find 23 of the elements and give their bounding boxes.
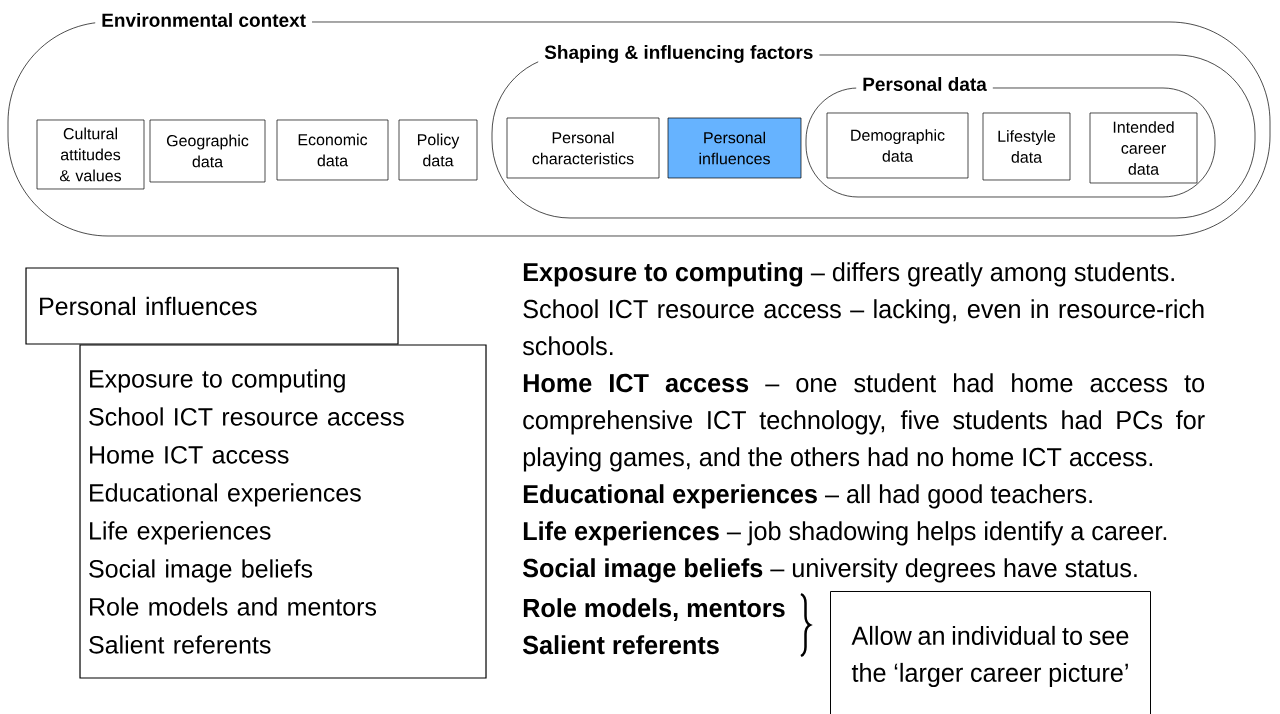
factor-box: Personal influences bbox=[667, 117, 802, 179]
paragraph: School ICT resource access – lacking, even in resource-rich schools. bbox=[522, 299, 1204, 356]
factor-box: Policy data bbox=[398, 119, 478, 181]
factor-box: Demographic data bbox=[826, 112, 969, 179]
factor-box: Economic data bbox=[276, 119, 389, 181]
paragraph: Educational experiences – all had good teachers. bbox=[523, 484, 1092, 509]
note-box: Allow an individual to see the ‘larger career picture’ bbox=[830, 591, 1151, 714]
factor-box: Geographic data bbox=[149, 119, 266, 183]
paragraph: Exposure to computing – differs greatly among students. bbox=[523, 262, 1174, 287]
factor-box: Lifestyle data bbox=[982, 112, 1071, 181]
paragraph: Life experiences – job shadowing helps identify a career. bbox=[523, 521, 1167, 546]
bold-label: Role models, mentors bbox=[523, 598, 785, 621]
factor-box: Cultural attitudes & values bbox=[36, 119, 145, 190]
factor-box: Personal characteristics bbox=[506, 117, 660, 179]
band-heading: Shaping & influencing factors bbox=[538, 43, 820, 65]
band-heading: Environmental context bbox=[95, 11, 313, 29]
factor-box: Intended career data bbox=[1089, 112, 1198, 184]
bold-label: Salient referents bbox=[522, 635, 719, 655]
paragraph: Home ICT access – one student had home access to comprehensive ICT technology, five students had PCs for playing games, and the others had no home ICT access. bbox=[523, 373, 1205, 472]
list-box: Exposure to computing School ICT resource access Home ICT access Educational experiences Life experiences Social image beliefs Role models and mentors Salient referents bbox=[79, 344, 487, 679]
header-box: Personal influences bbox=[25, 267, 399, 345]
band-heading: Personal data bbox=[856, 75, 993, 93]
paragraph: Social image beliefs – university degrees have status. bbox=[522, 558, 1137, 583]
